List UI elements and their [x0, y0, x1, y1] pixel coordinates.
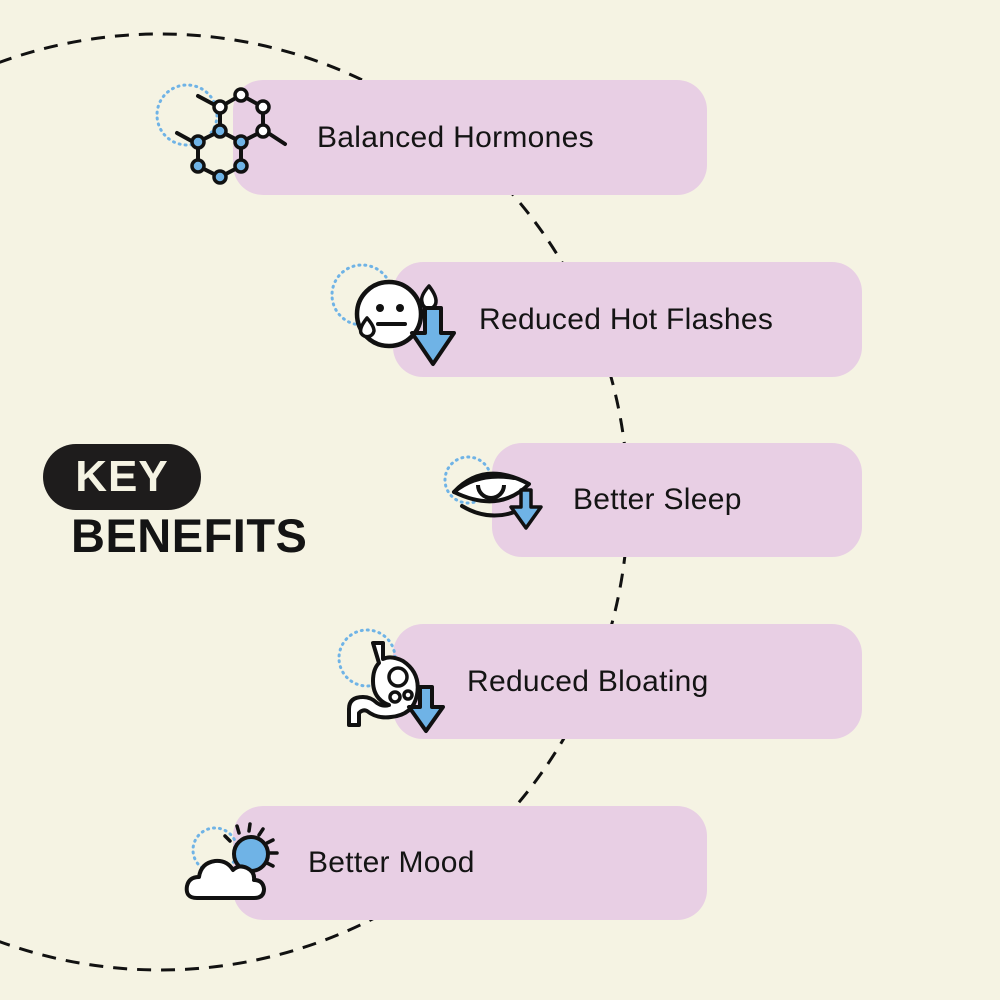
- sweating-face-down-arrow-icon: [330, 263, 456, 366]
- benefit-label: Balanced Hormones: [317, 120, 594, 154]
- benefit-item-better-mood: Better Mood: [233, 806, 707, 920]
- benefit-label: Reduced Bloating: [467, 664, 709, 698]
- key-badge: KEY: [43, 444, 201, 510]
- benefit-item-better-sleep: Better Sleep: [492, 443, 862, 557]
- eye-down-arrow-icon: [443, 455, 543, 530]
- benefit-item-balanced-hormones: Balanced Hormones: [233, 80, 707, 195]
- sun-cloud-icon: [184, 822, 279, 900]
- benefit-label: Reduced Hot Flashes: [479, 302, 774, 336]
- benefit-item-reduced-bloating: Reduced Bloating: [393, 624, 862, 739]
- stomach-down-arrow-icon: [337, 628, 445, 733]
- key-label: KEY: [75, 452, 169, 501]
- benefit-label: Better Sleep: [573, 483, 742, 516]
- benefit-label: Better Mood: [308, 846, 475, 879]
- molecule-icon: [155, 83, 287, 185]
- benefit-item-reduced-hot-flashes: Reduced Hot Flashes: [393, 262, 862, 377]
- benefits-title: BENEFITS: [71, 509, 308, 562]
